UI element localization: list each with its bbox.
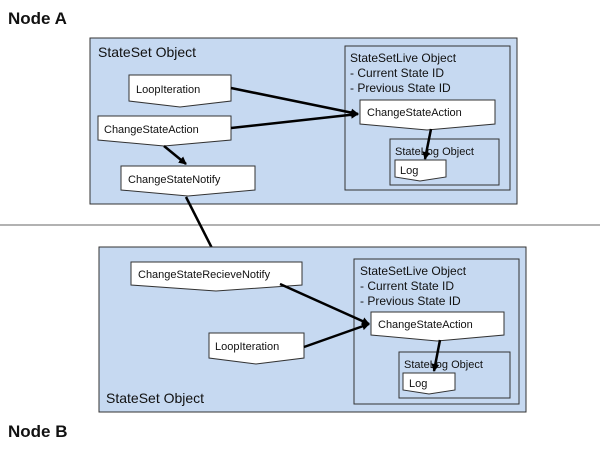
node-b-change-state-recieve-notify-box: ChangeStateRecieveNotify (130, 261, 303, 292)
arrow-b-recieve-notify-to-live-action (279, 282, 370, 326)
node-a-change-state-notify-box: ChangeStateNotify (120, 165, 256, 197)
arrow-a-loop-to-live-action (230, 86, 359, 117)
node-b-log-label: Log (409, 378, 427, 390)
node-b-live-title: StateSetLive Object (360, 264, 467, 278)
node-b-live-line2: - Previous State ID (360, 294, 461, 308)
node-a-title: Node A (8, 9, 67, 28)
node-b-live-change-state-action-box: ChangeStateAction (370, 311, 505, 342)
node-a-live-title: StateSetLive Object (350, 51, 457, 65)
node-a-loop-iteration-box: LoopIteration (128, 74, 232, 108)
node-a-log-label: Log (400, 165, 418, 177)
arrow-b-live-action-to-log (431, 339, 442, 372)
node-a-live-line2: - Previous State ID (350, 81, 451, 95)
node-b-statelog-title: StateLog Object (404, 359, 483, 371)
node-a-change-state-notify-label: ChangeStateNotify (128, 174, 221, 186)
node-b-log-box: Log (402, 372, 456, 395)
node-a-statelog-title: StateLog Object (395, 146, 474, 158)
node-a-live-change-state-action-label: ChangeStateAction (367, 107, 462, 119)
arrow-b-loop-to-live-action (303, 322, 370, 349)
arrow-a-action-to-notify (163, 145, 187, 165)
node-b-loop-iteration-label: LoopIteration (215, 341, 279, 353)
node-a-log-box: Log (394, 159, 447, 182)
node-b-stateset-title: StateSet Object (106, 390, 204, 406)
node-b-change-state-recieve-notify-label: ChangeStateRecieveNotify (138, 269, 271, 281)
arrow-a-action-to-live-action (230, 110, 359, 130)
node-a-change-state-action-label: ChangeStateAction (104, 124, 199, 136)
node-b-live-change-state-action-label: ChangeStateAction (378, 319, 473, 331)
node-a-loop-iteration-label: LoopIteration (136, 84, 200, 96)
node-b-loop-iteration-box: LoopIteration (208, 332, 305, 365)
node-b-live-line1: - Current State ID (360, 279, 454, 293)
node-a-live-line1: - Current State ID (350, 66, 444, 80)
node-a-stateset-title: StateSet Object (98, 44, 196, 60)
node-b-title: Node B (8, 422, 68, 441)
node-a-change-state-action-box: ChangeStateAction (97, 115, 232, 147)
arrow-a-live-action-to-log (422, 128, 433, 160)
node-a-live-change-state-action-box: ChangeStateAction (359, 99, 496, 131)
